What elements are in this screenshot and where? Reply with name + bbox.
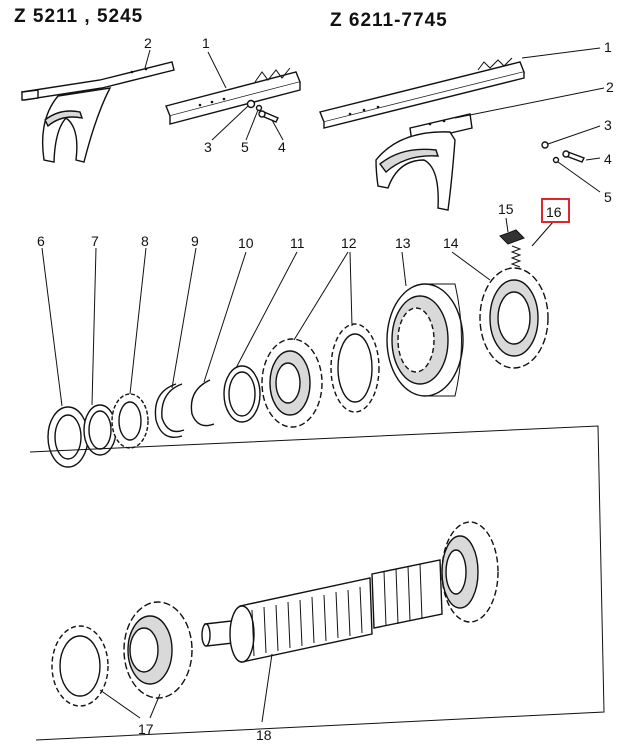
left-small-parts — [246, 99, 279, 123]
callout-3a: 3 — [204, 139, 212, 155]
sliding-sleeve-13 — [386, 283, 464, 397]
callout-1a: 1 — [202, 35, 210, 51]
left-model-header: Z 5211 , 5245 — [14, 6, 144, 27]
spring-16 — [510, 245, 522, 268]
callout-14: 14 — [443, 235, 459, 251]
callout-5b: 5 — [604, 189, 612, 205]
callout-4b: 4 — [604, 151, 612, 167]
callout-6: 6 — [37, 233, 45, 249]
synchro-ring-12 — [330, 323, 380, 413]
left-fork-assembly — [21, 61, 175, 163]
snap-ring-10 — [190, 379, 215, 427]
callout-9: 9 — [191, 233, 199, 249]
gear-ring-14 — [479, 267, 549, 369]
shaft-panel-outline — [29, 425, 605, 741]
right-small-parts — [541, 141, 585, 164]
right-model-header: Z 6211-7745 — [330, 10, 448, 31]
gear-17 — [51, 601, 193, 707]
mainshaft-18 — [201, 521, 499, 663]
callout-7: 7 — [91, 233, 99, 249]
callout-4a: 4 — [278, 139, 286, 155]
callout-11: 11 — [290, 235, 305, 251]
right-fork-assembly — [375, 113, 473, 211]
right-selector-rod — [319, 57, 525, 129]
callout-5a: 5 — [241, 139, 249, 155]
callout-18: 18 — [256, 727, 272, 743]
synchro-hub-12 — [261, 338, 323, 428]
callout-2a: 2 — [144, 35, 152, 51]
callout-10: 10 — [238, 235, 254, 251]
callout-17: 17 — [138, 721, 154, 737]
callout-13: 13 — [395, 235, 411, 251]
callout-15: 15 — [498, 201, 514, 217]
callout-8: 8 — [141, 233, 149, 249]
callout-3b: 3 — [604, 117, 612, 133]
key-15 — [499, 229, 525, 245]
callout-16: 16 — [546, 204, 562, 220]
callout-1b: 1 — [604, 39, 612, 55]
callout-2b: 2 — [606, 79, 614, 95]
left-selector-rod — [165, 67, 301, 125]
highlight-box-16 — [541, 198, 570, 223]
callout-12: 12 — [341, 235, 357, 251]
